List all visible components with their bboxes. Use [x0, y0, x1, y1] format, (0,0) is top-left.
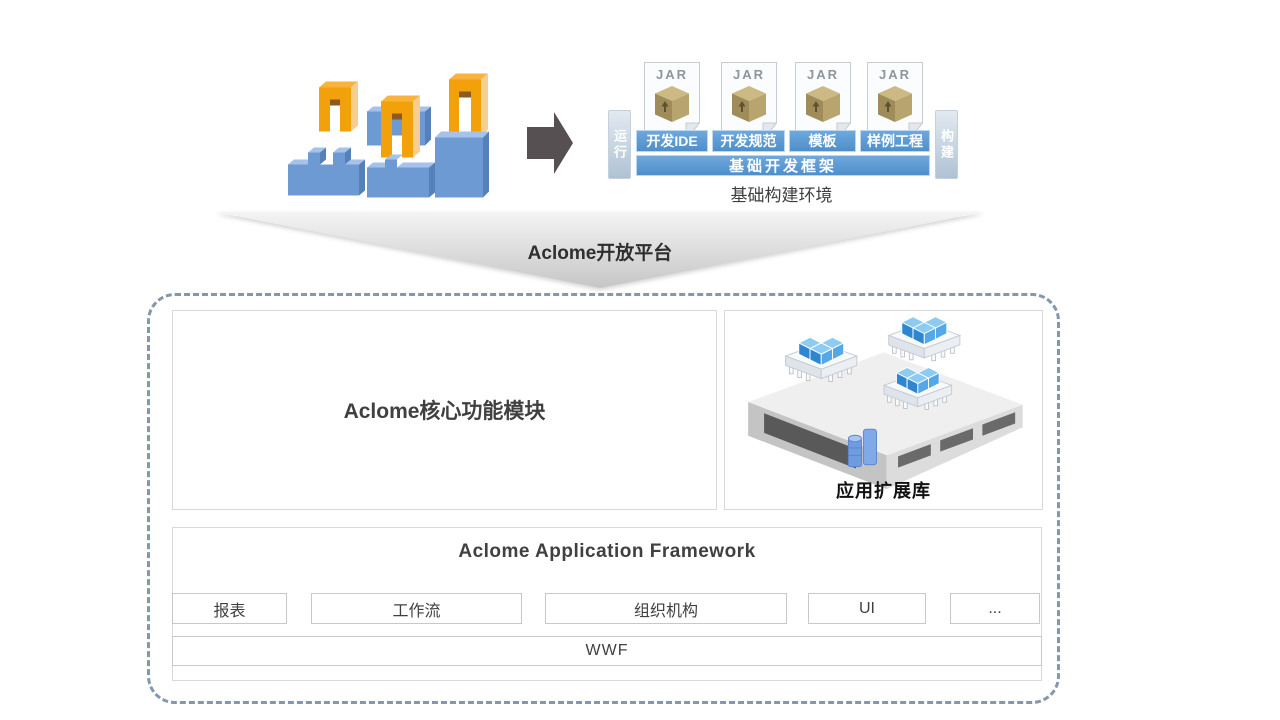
- run-side-tab-label: 运行: [612, 128, 627, 161]
- module-label: 工作流: [392, 602, 441, 620]
- module-label: 报表: [213, 602, 246, 620]
- module-box-workflow: 工作流: [311, 593, 522, 624]
- platform-title: Aclome开放平台: [527, 243, 673, 264]
- jar-text: JAR: [807, 67, 839, 82]
- tool-bar-ide: 开发IDE: [636, 130, 708, 152]
- jar-file-icon: JAR: [644, 62, 700, 140]
- jar-file-icon: JAR: [721, 62, 777, 140]
- tool-bar-label: 模板: [808, 133, 837, 149]
- module-label: ...: [988, 599, 1002, 617]
- module-box-report: 报表: [172, 593, 287, 624]
- base-dev-framework-label: 基础开发框架: [728, 158, 837, 175]
- database-cylinder-icon: [847, 428, 877, 468]
- wwf-label: WWF: [585, 642, 629, 659]
- base-dev-framework-bar: 基础开发框架: [636, 155, 930, 176]
- tool-bar-label: 样例工程: [867, 133, 923, 149]
- extension-library-panel: 应用扩展库: [724, 310, 1043, 510]
- tool-bar-sample: 样例工程: [860, 130, 930, 152]
- jar-text: JAR: [733, 67, 765, 82]
- tool-bar-template: 模板: [789, 130, 856, 152]
- build-side-tab: 构建: [935, 110, 958, 179]
- extension-library-title: 应用扩展库: [836, 481, 931, 501]
- funnel-triangle-icon: [215, 212, 985, 288]
- build-side-tab-label: 构建: [939, 128, 954, 161]
- build-environment-caption: 基础构建环境: [730, 186, 833, 205]
- warehouse-icon: [748, 316, 1023, 490]
- core-modules-title: Aclome核心功能模块: [343, 400, 546, 423]
- build-environment-group: 运行 构建 JAR JAR JAR: [605, 55, 958, 205]
- module-box-ui: UI: [808, 593, 926, 624]
- module-box-organization: 组织机构: [545, 593, 787, 624]
- right-arrow-icon: [527, 112, 573, 174]
- module-box-more: ...: [950, 593, 1040, 624]
- jar-file-icon: JAR: [867, 62, 923, 140]
- module-label: UI: [859, 599, 875, 617]
- application-framework-title: Aclome Application Framework: [458, 541, 756, 562]
- tool-bar-label: 开发规范: [720, 133, 777, 149]
- tool-bar-spec: 开发规范: [712, 130, 785, 152]
- jar-file-icon: JAR: [795, 62, 851, 140]
- jar-text: JAR: [879, 67, 911, 82]
- puzzle-blocks-icon: [288, 73, 489, 198]
- tool-bar-label: 开发IDE: [646, 133, 698, 149]
- run-side-tab: 运行: [608, 110, 631, 179]
- jar-text: JAR: [656, 67, 688, 82]
- module-label: 组织机构: [633, 602, 698, 620]
- core-modules-panel: Aclome核心功能模块: [172, 310, 717, 510]
- wwf-base-bar: WWF: [172, 636, 1042, 666]
- component-stack-icon: [888, 316, 961, 362]
- platform-container: [147, 293, 1060, 704]
- funnel-arrow: Aclome开放平台: [215, 212, 985, 290]
